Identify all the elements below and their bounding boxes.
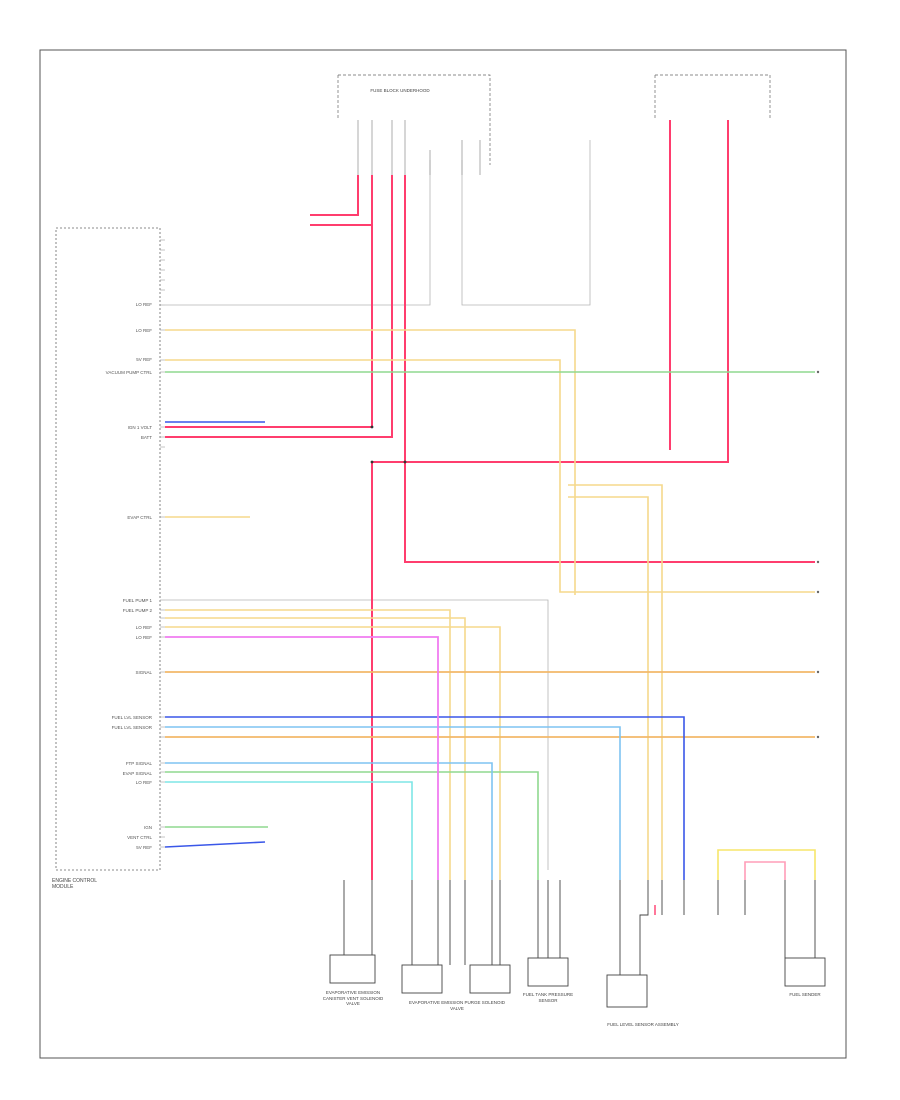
ecm-pin-label: LO REF (135, 328, 152, 333)
ecm-pin-label: EVAP CTRL (127, 515, 152, 520)
evap-purge-caption: EVAPORATIVE EMISSION PURGE SOLENOID VALV… (408, 1000, 506, 1011)
ecm-pin-label: FUEL PUMP 2 (122, 608, 152, 613)
ecm-pin-label: LO REF (135, 302, 152, 307)
fuse-stubs (357, 120, 481, 175)
off-page-arrows (816, 370, 820, 739)
evap-vent-caption: EVAPORATIVE EMISSION CANISTER VENT SOLEN… (322, 990, 384, 1006)
ecm-pin-label: 5V REF (136, 845, 152, 850)
ecm-outline (55, 227, 161, 871)
fuel-tank-pressure-caption: FUEL TANK PRESSURE SENSOR (522, 992, 574, 1003)
gray-wires (165, 140, 591, 870)
magenta-wires (165, 636, 439, 880)
ecm-pin-label: LO REF (135, 635, 152, 640)
ecm-pin-label: FUEL LVL SENSOR (111, 725, 152, 730)
ecm-pin-stubs (160, 239, 165, 848)
fuse-block-caption: FUSE BLOCK UNDERHOOD (370, 88, 430, 93)
ecm-pin-label: VACUUM PUMP CTRL (105, 370, 152, 375)
fuel-sender-caption: FUEL SENDER (789, 992, 821, 997)
fuel-sender-wire-pink (744, 861, 786, 880)
evap-vent-valve (329, 880, 376, 984)
tan-wires (165, 329, 815, 880)
ecm-pin-label: SIGNAL (135, 670, 152, 675)
ecm-pin-label: BATT (140, 435, 152, 440)
ecm-pin-label: LO REF (135, 625, 152, 630)
ecm-pin-label: VENT CTRL (127, 835, 152, 840)
blue-wires (164, 421, 685, 880)
ecm-pin-label: FTP SIGNAL (125, 761, 152, 766)
evap-purge-valve (401, 880, 511, 994)
red-wires (165, 120, 815, 880)
ecm-pin-label: FUEL LVL SENSOR (111, 715, 152, 720)
fuel-level-sensor-assembly (606, 880, 685, 1008)
ecm-pin-label: 5V REF (136, 357, 152, 362)
ecm-pin-label: IGN (143, 825, 152, 830)
green-wires (165, 371, 815, 880)
ecm-pin-label: FUEL PUMP 1 (122, 598, 152, 603)
fuel-tank-pressure-sensor (527, 880, 569, 987)
ecm-pin-label: IGN 1 VOLT (127, 425, 152, 430)
ecm-pin-label: LO REF (135, 780, 152, 785)
ecm-title: ENGINE CONTROL MODULE (52, 878, 97, 890)
fuel-level-sensor-caption: FUEL LEVEL SENSOR ASSEMBLY (607, 1022, 679, 1027)
splice-dots (370, 425, 407, 464)
ecm-pin-label: EVAP SIGNAL (122, 771, 152, 776)
cyan-wires (165, 781, 413, 880)
diagram-frame (39, 49, 847, 1059)
fuel-sender (717, 880, 826, 987)
lightblue-wires (165, 726, 621, 880)
fuse-block-outline (338, 74, 491, 165)
orange-wires (165, 671, 815, 738)
fuel-sender-wire-yellow (717, 849, 816, 880)
